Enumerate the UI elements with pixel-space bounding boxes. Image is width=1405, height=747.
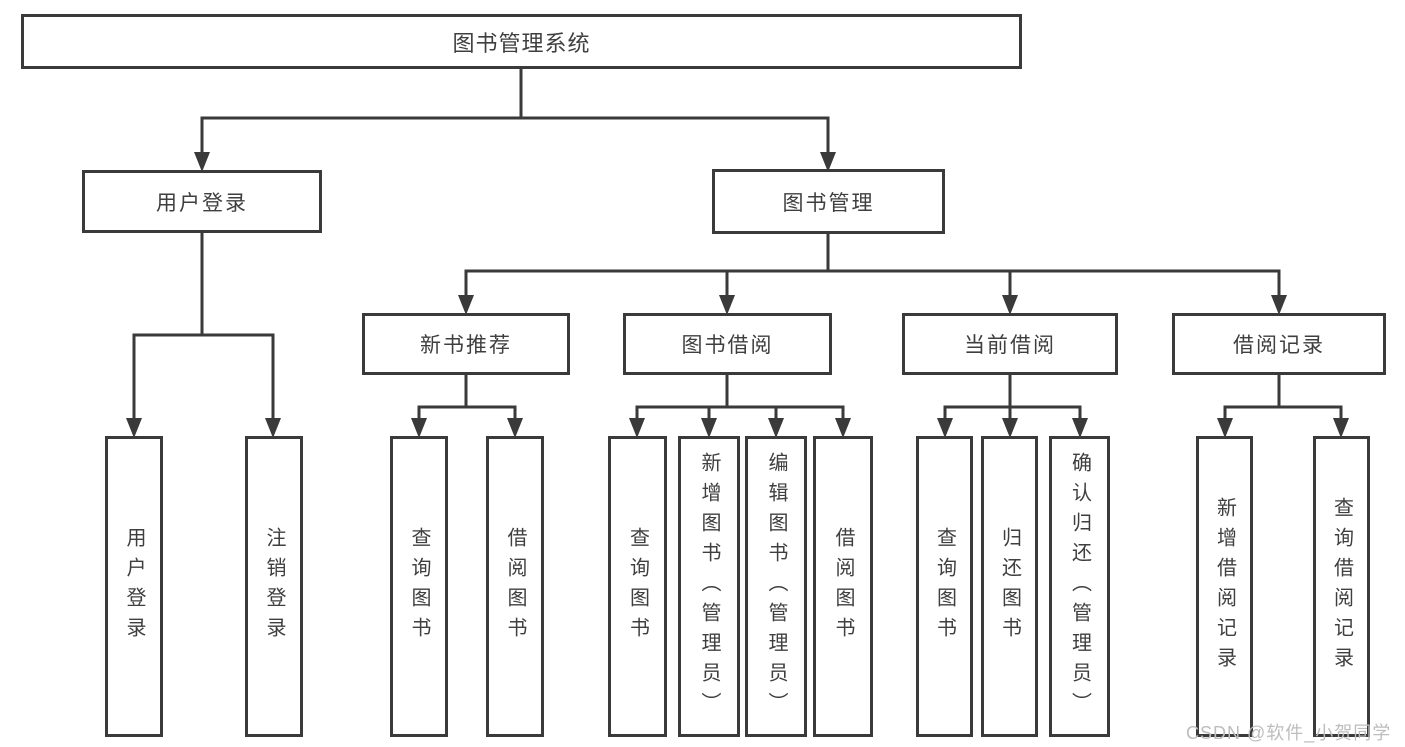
node-label: 新增图书（管理员） xyxy=(698,451,720,722)
node-label: 借阅图书 xyxy=(504,526,526,647)
node-label: 图书管理 xyxy=(782,191,875,215)
leaf-edit-book-admin: 编辑图书（管理员） xyxy=(745,436,807,737)
leaf-query-book-3: 查询图书 xyxy=(916,436,973,737)
leaf-query-book-2: 查询图书 xyxy=(608,436,667,737)
node-new-book-recommend: 新书推荐 xyxy=(362,313,570,375)
node-root-book-management-system: 图书管理系统 xyxy=(21,14,1022,69)
node-label: 用户登录 xyxy=(123,526,145,647)
leaf-logout: 注销登录 xyxy=(245,436,303,737)
node-label: 图书借阅 xyxy=(681,334,774,357)
node-label: 查询图书 xyxy=(933,526,956,647)
leaf-borrow-book-2: 借阅图书 xyxy=(813,436,873,737)
node-label: 查询图书 xyxy=(408,526,430,647)
node-label: 查询借阅记录 xyxy=(1330,496,1353,677)
leaf-add-borrow-record: 新增借阅记录 xyxy=(1196,436,1253,737)
node-current-borrowing: 当前借阅 xyxy=(902,313,1118,375)
node-borrowing-records: 借阅记录 xyxy=(1172,313,1386,375)
node-label: 借阅图书 xyxy=(832,526,854,647)
node-label: 新书推荐 xyxy=(420,334,512,357)
node-book-borrowing: 图书借阅 xyxy=(623,313,832,375)
node-label: 借阅记录 xyxy=(1233,334,1325,357)
leaf-add-book-admin: 新增图书（管理员） xyxy=(678,436,740,737)
node-user-login: 用户登录 xyxy=(82,170,322,233)
node-label: 查询图书 xyxy=(626,526,649,647)
node-label: 用户登录 xyxy=(156,191,248,215)
leaf-confirm-return-admin: 确认归还（管理员） xyxy=(1049,436,1110,737)
node-label: 归还图书 xyxy=(998,526,1021,647)
node-label: 图书管理系统 xyxy=(452,30,591,56)
node-book-management: 图书管理 xyxy=(712,169,945,234)
csdn-watermark: CSDN @软件_小贺同学 xyxy=(1186,723,1392,743)
leaf-borrow-book-1: 借阅图书 xyxy=(486,436,544,737)
leaf-return-book: 归还图书 xyxy=(981,436,1038,737)
node-label: 确认归还（管理员） xyxy=(1068,451,1091,722)
node-label: 注销登录 xyxy=(263,526,285,647)
leaf-query-borrow-record: 查询借阅记录 xyxy=(1313,436,1370,737)
node-label: 当前借阅 xyxy=(964,334,1056,357)
node-label: 编辑图书（管理员） xyxy=(765,451,787,722)
leaf-query-book-1: 查询图书 xyxy=(390,436,448,737)
leaf-user-login: 用户登录 xyxy=(105,436,163,737)
node-label: 新增借阅记录 xyxy=(1213,496,1236,677)
